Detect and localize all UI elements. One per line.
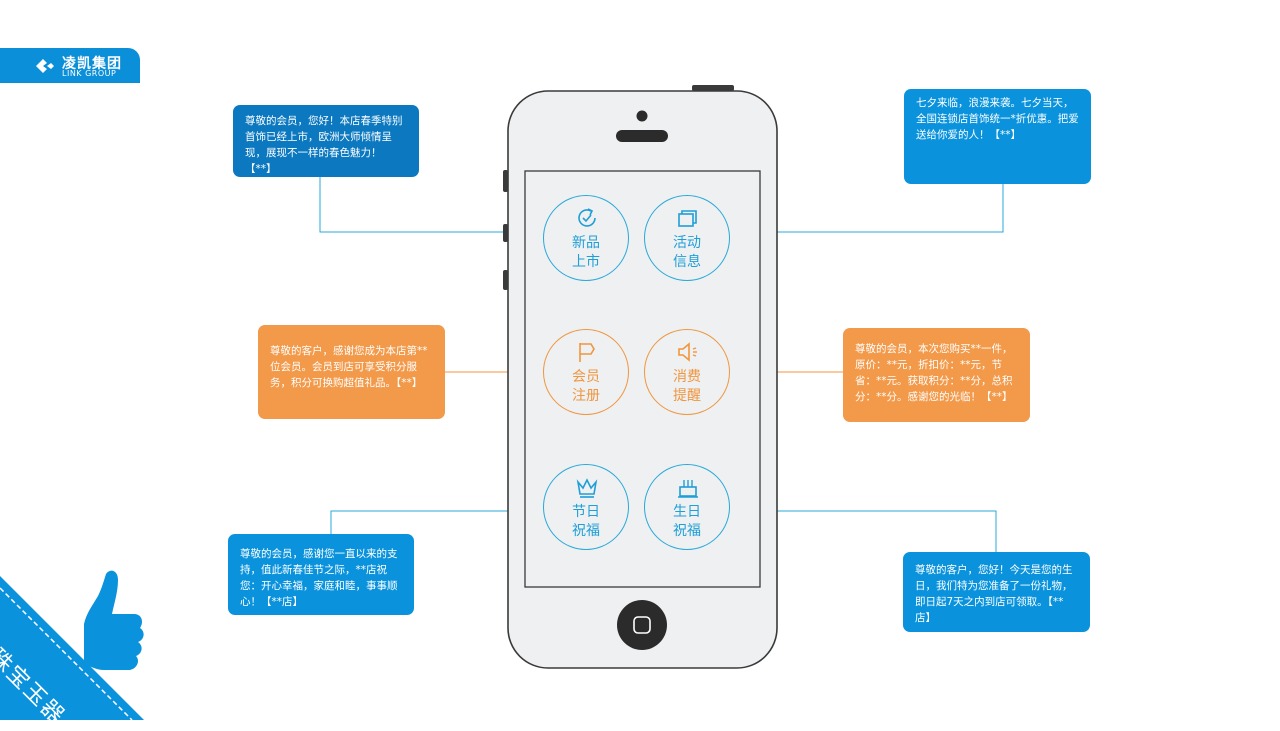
speaker-icon — [678, 342, 697, 362]
corner-dashed-line — [0, 587, 133, 720]
feature-consumption[interactable]: 消费 提醒 — [644, 329, 730, 415]
earpiece-speaker — [616, 130, 668, 142]
corner-triangle — [0, 576, 144, 720]
connector-holiday — [330, 510, 543, 535]
feature-label-line1: 生日 — [673, 504, 701, 520]
message-member-register: 尊敬的客户，感谢您成为本店第**位会员。会员到店可享受积分服务，积分可换购超值礼… — [258, 325, 445, 419]
thumbs-up-icon — [84, 570, 144, 670]
home-button-icon — [633, 616, 651, 634]
home-button — [617, 600, 667, 650]
crown-icon — [576, 478, 598, 498]
feature-activity[interactable]: 活动 信息 — [644, 195, 730, 281]
feature-holiday[interactable]: 节日 祝福 — [543, 464, 629, 550]
volume-up-button — [503, 224, 508, 242]
message-activity: 七夕来临，浪漫来袭。七夕当天，全国连锁店首饰统一*折优惠。把爱送给你爱的人！【*… — [904, 89, 1091, 184]
stacked-cards-icon — [678, 210, 697, 227]
feature-label-line1: 新品 — [572, 235, 600, 251]
feature-new-arrival[interactable]: 新品 上市 — [543, 195, 629, 281]
connector-new-arrival — [319, 176, 543, 233]
feature-label-line2: 信息 — [673, 254, 701, 270]
feature-label-line1: 节日 — [572, 504, 600, 520]
connector-activity — [731, 183, 1004, 233]
link-group-logo-icon — [36, 59, 54, 73]
feature-label-line1: 消费 — [673, 369, 701, 385]
message-new-arrival: 尊敬的会员，您好！本店春季特别首饰已经上市，欧洲大师倾情呈现，展现不一样的春色魅… — [233, 105, 419, 177]
brand-name-en: LINK GROUP — [62, 69, 117, 78]
connector-birthday — [731, 510, 997, 552]
power-button — [692, 85, 734, 91]
flag-icon — [579, 343, 595, 362]
message-consumption: 尊敬的会员，本次您购买**一件，原价：**元，折扣价：**元，节省：**元。获取… — [843, 328, 1030, 422]
message-holiday: 尊敬的会员，感谢您一直以来的支持，值此新春佳节之际，**店祝您：开心幸福，家庭和… — [228, 534, 414, 615]
cake-icon — [678, 480, 698, 498]
brand-logo: 凌凯集团 LINK GROUP — [0, 48, 140, 83]
brand-name-cn: 凌凯集团 — [62, 56, 122, 72]
feature-label-line2: 提醒 — [673, 388, 701, 404]
volume-down-button — [503, 270, 508, 290]
feature-birthday[interactable]: 生日 祝福 — [644, 464, 730, 550]
message-birthday: 尊敬的客户，您好！今天是您的生日，我们特为您准备了一份礼物，即日起7天之内到店可… — [903, 552, 1090, 632]
mute-switch — [503, 170, 508, 192]
feature-label-line1: 会员 — [572, 369, 600, 385]
feature-label-line2: 上市 — [572, 254, 600, 270]
feature-label-line2: 注册 — [572, 388, 600, 404]
feature-label-line1: 活动 — [673, 235, 701, 251]
feature-label-line2: 祝福 — [572, 523, 600, 539]
feature-label-line2: 祝福 — [673, 523, 701, 539]
front-camera — [636, 110, 648, 122]
refresh-check-icon — [578, 208, 596, 227]
feature-member-register[interactable]: 会员 注册 — [543, 329, 629, 415]
